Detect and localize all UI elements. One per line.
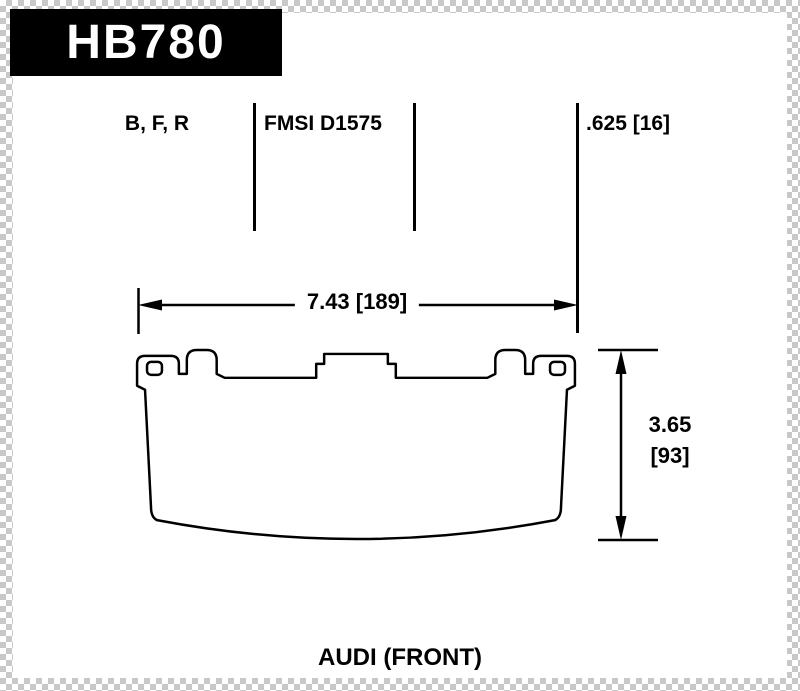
width-arrowhead-right — [554, 299, 578, 311]
application-label: AUDI (FRONT) — [318, 644, 482, 671]
height-dimension-label: 3.65 [93] — [626, 410, 714, 472]
height-arrowhead-top — [615, 350, 627, 374]
header-divider-line-3-extension — [576, 103, 579, 333]
pad-thickness: .625 [16] — [586, 112, 671, 135]
header-divider-line-1 — [253, 103, 256, 231]
pad-outline-path — [135, 348, 577, 541]
part-number-box: HB780 — [10, 9, 282, 76]
left-ear-hole — [145, 360, 164, 377]
header-divider-line-2 — [413, 103, 416, 231]
width-arrowhead-left — [138, 299, 162, 311]
right-ear-hole — [548, 360, 567, 377]
width-dimension-label: 7.43 [189] — [294, 289, 420, 315]
height-dimension-mm: [93] — [650, 442, 690, 468]
part-number: HB780 — [66, 16, 226, 69]
sheet-background — [13, 13, 787, 678]
fmsi-number: FMSI D1575 — [264, 112, 382, 135]
compound-codes: B, F, R — [124, 112, 190, 135]
height-arrowhead-bottom — [615, 516, 627, 540]
height-dimension-inches: 3.65 — [648, 412, 692, 437]
brake-pad-outline — [135, 348, 577, 541]
